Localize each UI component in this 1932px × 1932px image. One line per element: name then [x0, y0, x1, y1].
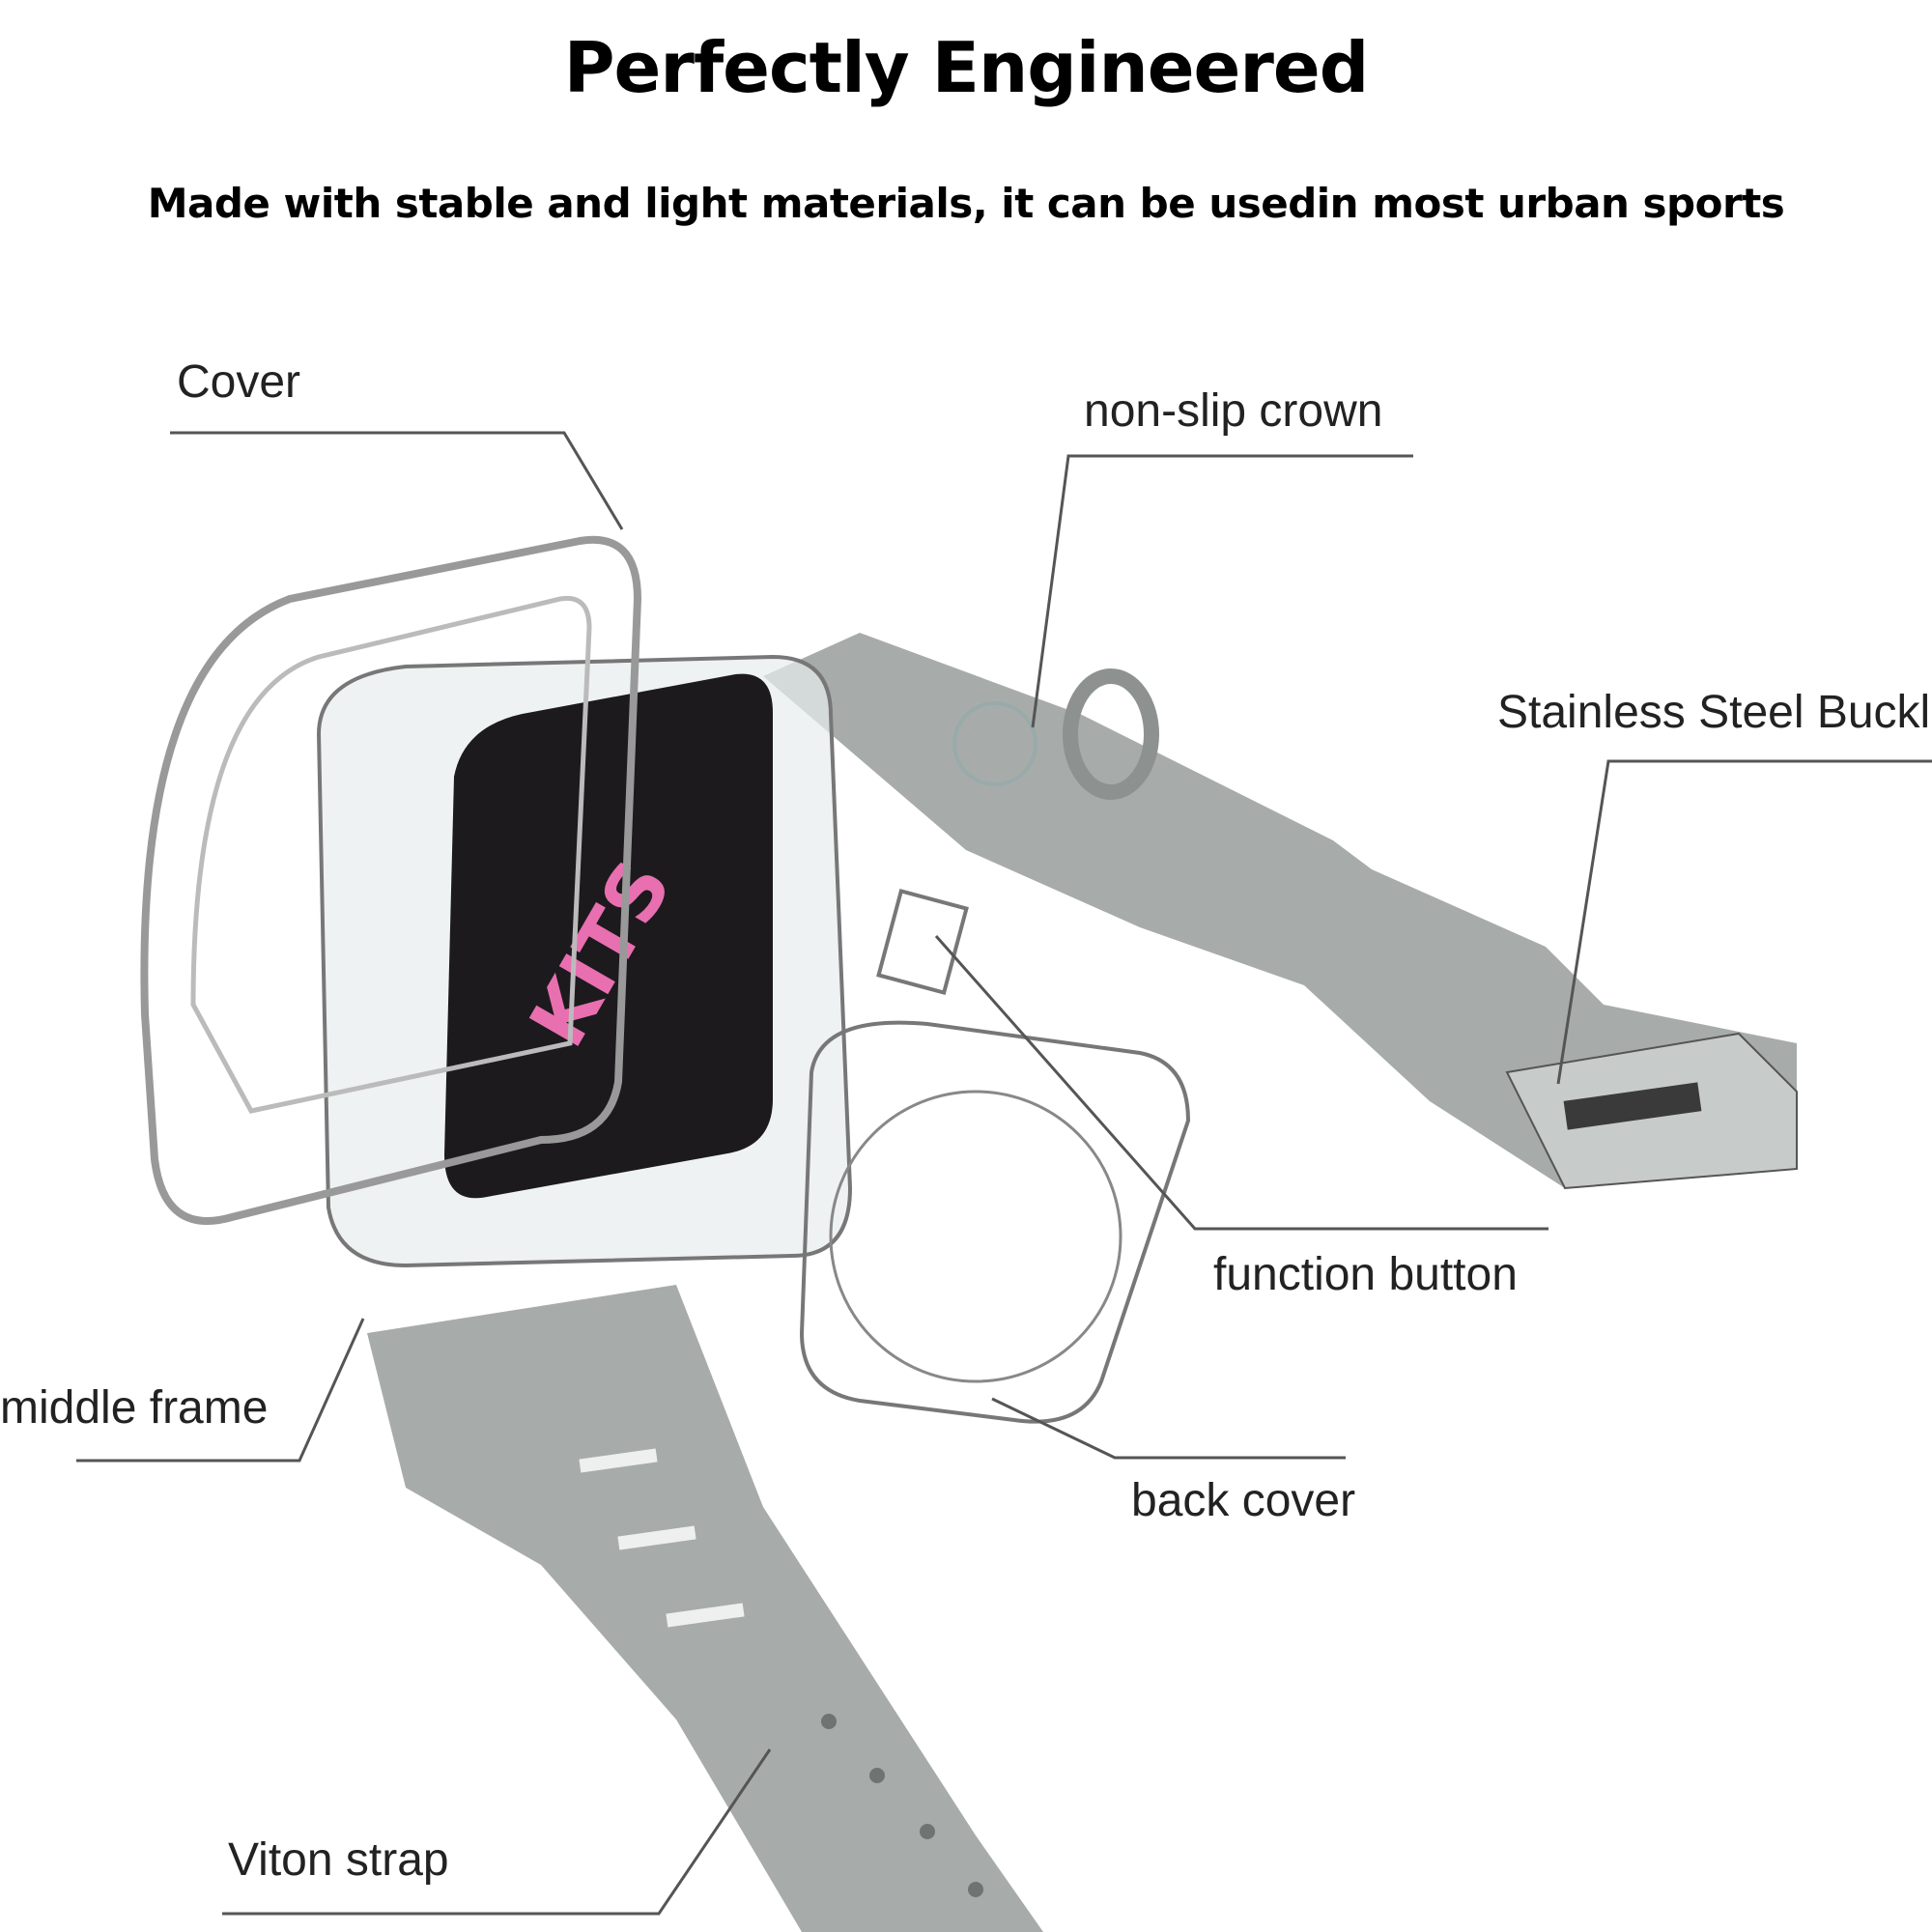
page-title: Perfectly Engineered [563, 27, 1370, 108]
label-viton-strap: Viton strap [228, 1834, 449, 1886]
cover-leader [170, 431, 624, 530]
function-button [876, 889, 969, 995]
label-cover: Cover [177, 356, 301, 408]
label-function-button: function button [1213, 1249, 1518, 1300]
watch-face [444, 673, 773, 1199]
crown [952, 701, 1037, 786]
label-non-slip-crown: non-slip crown [1084, 385, 1383, 437]
crown-ring [1063, 668, 1159, 800]
cover-inner-edge [190, 595, 592, 1114]
back-cover [799, 1020, 1191, 1424]
strap-slots [579, 1448, 745, 1628]
label-middle-frame: middle frame [0, 1382, 269, 1434]
leader-lines [76, 431, 1932, 1916]
cover [140, 535, 642, 1225]
label-stainless-steel-buckle: Stainless Steel Buckle [1497, 687, 1932, 738]
function-button-leader [934, 935, 1548, 1231]
back-cover-ring [829, 1090, 1122, 1383]
crown-leader [1031, 454, 1413, 728]
strap-holes [821, 1714, 983, 1897]
label-back-cover: back cover [1131, 1475, 1356, 1526]
page-subtitle: Made with stable and light materials, it… [147, 180, 1785, 227]
buckle-slot [1563, 1082, 1702, 1130]
back-cover-leader [991, 1397, 1346, 1460]
strap-upper [763, 633, 1797, 1188]
buckle-leader [1556, 759, 1932, 1085]
strap-leader [222, 1748, 772, 1916]
middle-frame-leader [76, 1318, 365, 1463]
